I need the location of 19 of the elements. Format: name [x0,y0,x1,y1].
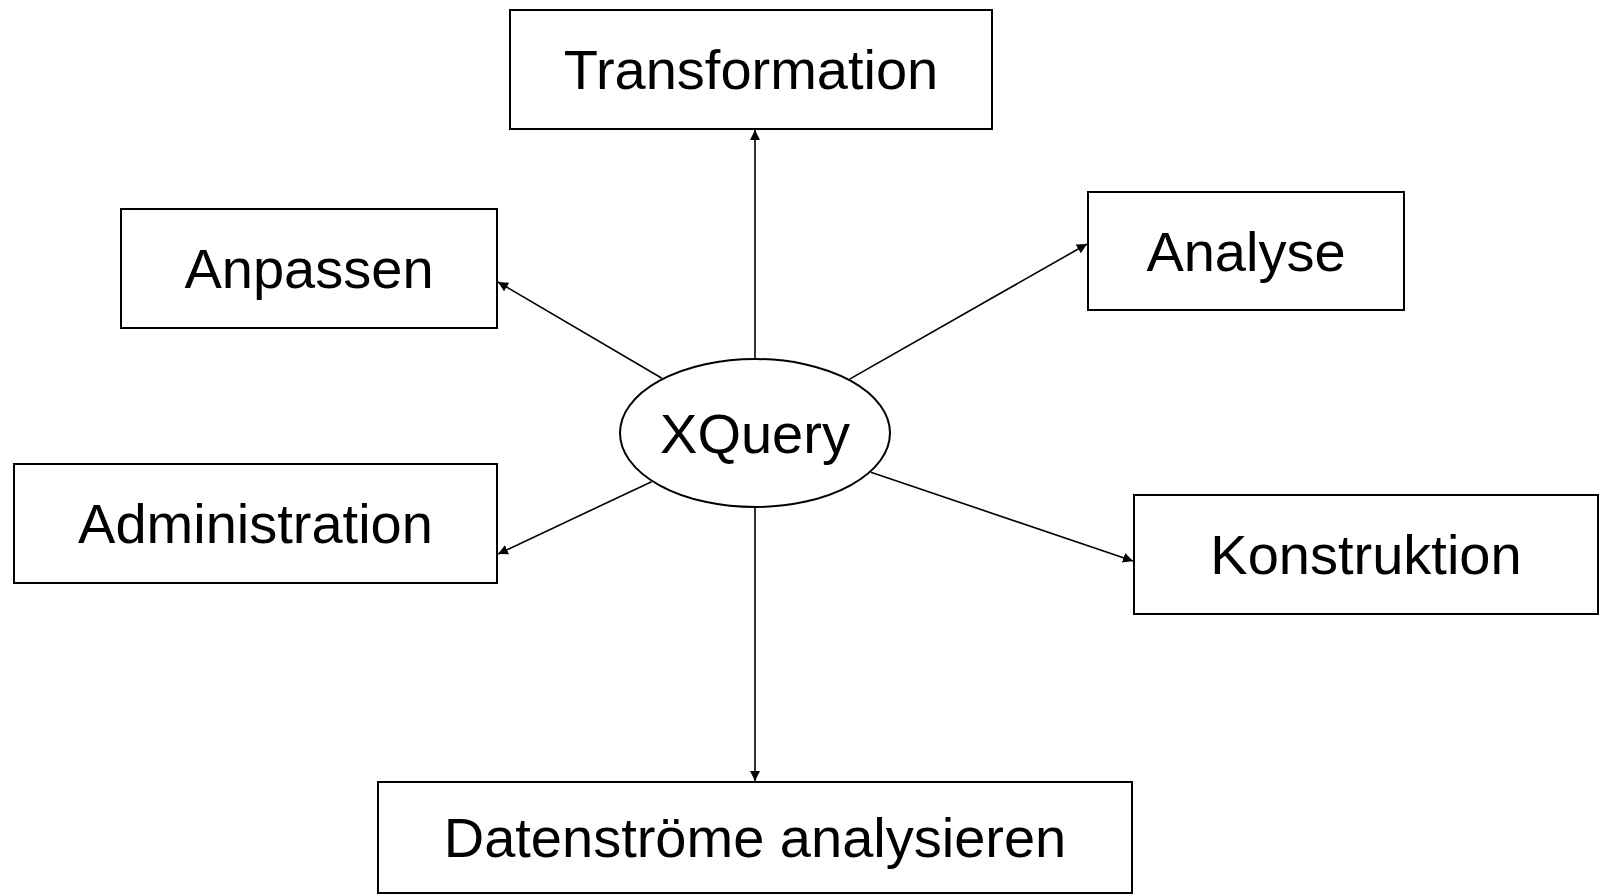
label-box [13,463,498,584]
arrow [750,129,760,359]
node-label: Transformation [563,37,939,102]
node-label: XQuery [660,400,850,466]
arrow [870,471,1134,563]
node-label: Anpassen [184,236,434,301]
label-box [120,208,498,329]
label-box [377,781,1133,894]
label-box [1087,191,1405,311]
label-box [1133,494,1599,615]
arrow [497,281,663,380]
label-box [509,9,993,130]
node-label: Administration [78,491,433,556]
arrow [497,480,653,555]
node-label: Konstruktion [1210,522,1522,587]
node-label: Datenströme analysieren [443,805,1067,870]
arrow [848,243,1088,380]
node-label: Analyse [1146,218,1346,284]
arrow [750,507,760,782]
